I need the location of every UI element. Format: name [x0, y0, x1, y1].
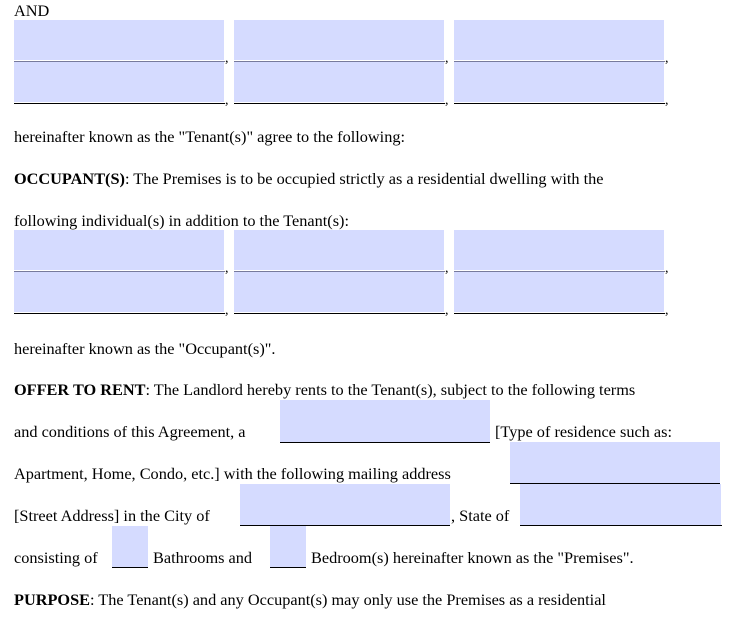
occupant-name-field-2[interactable] [234, 230, 444, 270]
comma-separator: , [665, 261, 669, 276]
comma-separator: , [225, 51, 229, 66]
comma-separator: , [665, 303, 669, 318]
occupant-underline-6 [454, 313, 665, 314]
tenant-name-field-6[interactable] [454, 62, 664, 102]
occupant-underline-3 [454, 271, 665, 272]
offer-line-4-prefix: [Street Address] in the City of [14, 506, 210, 525]
offer-line-3-prefix: Apartment, Home, Condo, etc.] with the f… [14, 464, 451, 483]
occupants-paragraph-line-2: following individual(s) in addition to t… [14, 211, 349, 230]
comma-separator: , [225, 303, 229, 318]
tenant-name-field-4[interactable] [14, 62, 224, 102]
offer-line-5-mid: Bathrooms and [153, 548, 253, 567]
residence-type-underline [280, 442, 490, 443]
city-field[interactable] [240, 484, 450, 525]
offer-text-1: : The Landlord hereby rents to the Tenan… [145, 380, 636, 399]
bedrooms-underline [270, 567, 306, 568]
occupant-underline-2 [234, 271, 445, 272]
tenant-underline-5 [234, 103, 445, 104]
occupant-name-field-3[interactable] [454, 230, 664, 270]
tenant-underline-1 [14, 61, 225, 62]
offer-heading: OFFER TO RENT [14, 380, 146, 399]
comma-separator: , [445, 51, 449, 66]
comma-separator: , [225, 261, 229, 276]
comma-separator: , [445, 93, 449, 108]
offer-line-4-mid: , State of [451, 506, 510, 525]
state-field[interactable] [520, 484, 721, 525]
comma-separator: , [445, 261, 449, 276]
occupant-underline-4 [14, 313, 225, 314]
occupant-name-field-6[interactable] [454, 272, 664, 312]
purpose-paragraph: PURPOSE: The Tenant(s) and any Occupant(… [14, 591, 606, 609]
tenant-name-field-2[interactable] [234, 20, 444, 60]
offer-line-5-prefix: consisting of [14, 548, 98, 567]
occupant-underline-5 [234, 313, 445, 314]
tenant-underline-3 [454, 61, 665, 62]
occupant-statement: hereinafter known as the "Occupant(s)". [14, 339, 276, 358]
purpose-text: : The Tenant(s) and any Occupant(s) may … [90, 590, 606, 609]
offer-paragraph-line-1: OFFER TO RENT: The Landlord hereby rents… [14, 381, 635, 399]
bathrooms-field[interactable] [112, 526, 148, 567]
comma-separator: , [445, 303, 449, 318]
occupants-text-1: : The Premises is to be occupied strictl… [124, 169, 604, 188]
occupant-name-field-4[interactable] [14, 272, 224, 312]
tenant-underline-4 [14, 103, 225, 104]
comma-separator: , [225, 93, 229, 108]
occupant-name-field-5[interactable] [234, 272, 444, 312]
occupant-underline-1 [14, 271, 225, 272]
tenant-name-field-5[interactable] [234, 62, 444, 102]
comma-separator: , [665, 51, 669, 66]
mailing-address-field[interactable] [510, 442, 720, 483]
bathrooms-underline [112, 567, 148, 568]
purpose-heading: PURPOSE [14, 590, 90, 609]
comma-separator: , [665, 93, 669, 108]
tenant-underline-6 [454, 103, 665, 104]
city-underline [240, 525, 450, 526]
offer-line-2-suffix: [Type of residence such as: [495, 422, 672, 441]
residence-type-field[interactable] [280, 400, 490, 442]
tenant-underline-2 [234, 61, 445, 62]
bedrooms-field[interactable] [270, 526, 306, 567]
state-underline [520, 525, 722, 526]
offer-line-2-prefix: and conditions of this Agreement, a [14, 422, 246, 441]
offer-line-5-suffix: Bedroom(s) hereinafter known as the "Pre… [311, 548, 634, 567]
occupant-name-field-1[interactable] [14, 230, 224, 270]
tenant-name-field-1[interactable] [14, 20, 224, 60]
tenant-statement: hereinafter known as the "Tenant(s)" agr… [14, 127, 406, 146]
mailing-address-underline [510, 483, 720, 484]
and-label: AND [14, 1, 50, 20]
occupants-paragraph-line-1: OCCUPANT(S): The Premises is to be occup… [14, 170, 604, 188]
tenant-name-field-3[interactable] [454, 20, 664, 60]
occupants-heading: OCCUPANT(S) [14, 169, 125, 188]
